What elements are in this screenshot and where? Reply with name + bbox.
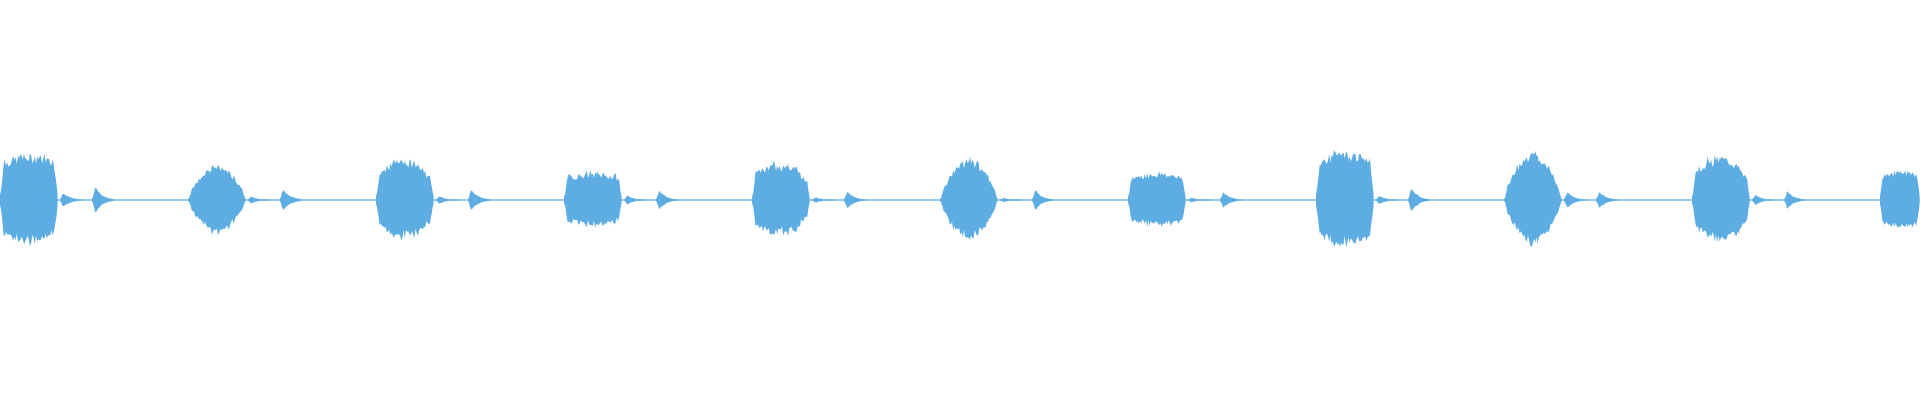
waveform-burst bbox=[1316, 150, 1430, 248]
waveform-burst-main bbox=[940, 156, 998, 240]
waveform-burst bbox=[188, 164, 302, 236]
waveform-burst bbox=[940, 156, 1054, 240]
waveform-burst-tail bbox=[1564, 192, 1586, 208]
waveform-burst bbox=[1128, 171, 1242, 228]
waveform-burst bbox=[752, 160, 866, 237]
waveform-burst-tail bbox=[1784, 191, 1806, 209]
waveform-burst-tail bbox=[624, 195, 646, 205]
waveform-burst-tail bbox=[1000, 198, 1022, 202]
waveform-burst-tail bbox=[436, 196, 458, 204]
waveform-burst bbox=[376, 159, 490, 241]
waveform-burst bbox=[1692, 155, 1806, 243]
waveform-burst-main bbox=[376, 159, 434, 241]
waveform-burst-tail bbox=[1752, 195, 1774, 205]
waveform-bursts bbox=[0, 150, 1920, 248]
waveform-burst-tail bbox=[280, 190, 302, 210]
waveform-burst-main bbox=[0, 153, 58, 247]
waveform-burst-main bbox=[1692, 155, 1750, 243]
waveform-burst-main bbox=[1880, 170, 1920, 228]
waveform-burst bbox=[1504, 150, 1618, 247]
waveform-burst-tail bbox=[844, 191, 866, 209]
waveform-burst-tail bbox=[656, 191, 678, 209]
waveform-burst-tail bbox=[1408, 189, 1430, 211]
waveform-burst bbox=[0, 153, 114, 247]
waveform-burst-tail bbox=[1596, 192, 1618, 208]
waveform-burst-tail bbox=[1376, 196, 1398, 204]
waveform-burst-tail bbox=[1220, 192, 1242, 208]
waveform-burst-tail bbox=[1188, 197, 1210, 203]
waveform-burst-main bbox=[188, 164, 246, 236]
waveform-burst-tail bbox=[92, 188, 114, 212]
waveform-burst-main bbox=[1504, 150, 1562, 247]
waveform-burst bbox=[1880, 170, 1920, 228]
waveform-burst-tail bbox=[468, 190, 490, 210]
waveform-burst-tail bbox=[248, 196, 270, 204]
waveform-burst-main bbox=[1316, 150, 1374, 248]
waveform-burst-main bbox=[1128, 171, 1186, 228]
waveform-burst-main bbox=[564, 170, 622, 228]
waveform-burst bbox=[564, 170, 678, 228]
waveform-burst-tail bbox=[60, 194, 82, 206]
waveform-burst-tail bbox=[812, 197, 834, 203]
waveform-burst-tail bbox=[1032, 190, 1054, 210]
waveform-burst-main bbox=[752, 160, 810, 237]
